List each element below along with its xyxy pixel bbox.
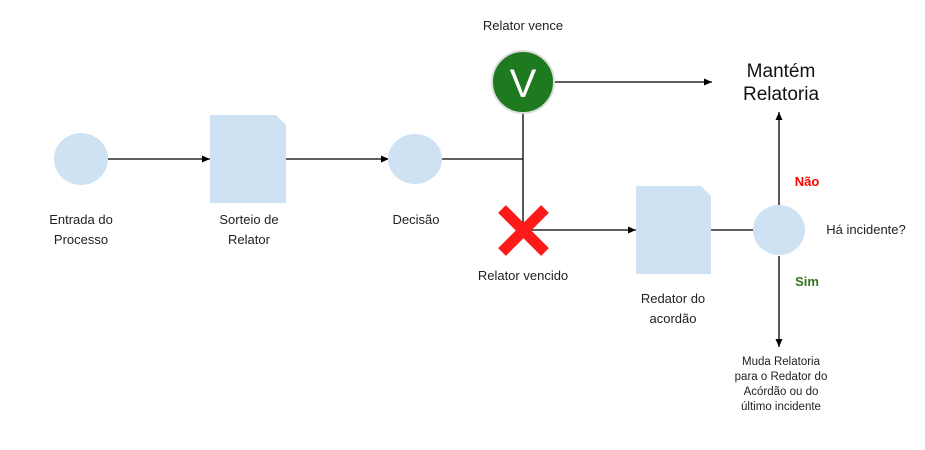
- decisao-node: [388, 134, 442, 184]
- incidente-decision-node: [753, 205, 805, 255]
- sim-label: Sim: [795, 274, 819, 289]
- relator-vencido-label: Relator vencido: [477, 268, 569, 283]
- cross-x-icon: [498, 205, 549, 256]
- redator-document-node: [636, 186, 711, 274]
- mantem-relatoria-label: Mantém Relatoria: [742, 61, 820, 105]
- entrada-label: Entrada do Processo: [49, 212, 113, 247]
- check-v-icon: [491, 50, 555, 114]
- muda-relatoria-label: Muda Relatoria para o Redator do Acórdão…: [734, 356, 828, 413]
- sorteio-label: Sorteio de Relator: [219, 212, 279, 247]
- decisao-label: Decisão: [392, 212, 440, 227]
- check-v-glyph: V: [510, 62, 537, 106]
- nao-label: Não: [794, 174, 820, 189]
- relator-vence-label: Relator vence: [482, 18, 564, 33]
- redator-label: Redator do acordão: [640, 291, 706, 326]
- entrada-node: [54, 133, 108, 185]
- sorteio-document-node: [210, 115, 286, 203]
- ha-incidente-label: Há incidente?: [826, 222, 906, 237]
